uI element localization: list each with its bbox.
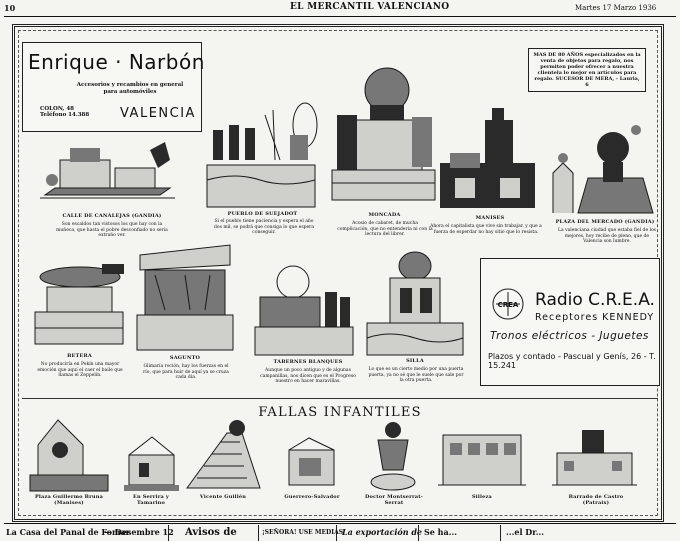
falla-sagunto-illustration — [136, 244, 234, 351]
falla-verse: Acosio de cabaret, de mucha complicación… — [337, 221, 433, 237]
infantil-falla-illustration — [438, 434, 526, 486]
falla-verse: Lo que es un cierto medio por una puerta… — [368, 367, 464, 383]
falla-verse: Aunque un poco antiguo y de algunas camp… — [260, 368, 356, 384]
infantil-falla-illustration — [124, 436, 179, 491]
falla-caption: PUEBLO DE SUEJADOT — [227, 211, 298, 217]
falla-moncada-illustration — [331, 67, 436, 201]
falla-caption: MANISES — [475, 215, 505, 221]
falla-caption: SILLA — [406, 358, 424, 364]
page-header: 10 EL MERCANTIL VALENCIANO Martes 17 Mar… — [0, 0, 680, 16]
regalo-notice-box — [528, 48, 646, 92]
falla-plaza-mercado-illustration — [552, 125, 654, 214]
falla-verse: Glimaría roción, hay los fuerzas en el r… — [143, 364, 229, 380]
falla-verse: La valenciana ciudad que estaba fiel de … — [557, 228, 656, 244]
infantil-caption: Guerrero-Salvador — [284, 494, 340, 500]
infantil-caption: Silleza — [472, 494, 492, 500]
narbon-subtitle: Accesorios y recambios en general para a… — [76, 82, 184, 95]
column-separator — [418, 525, 419, 541]
narbon-city: VALENCIA — [120, 106, 196, 121]
column-separator — [258, 525, 259, 541]
falla-manises-illustration — [440, 108, 535, 208]
column-separator — [500, 525, 501, 541]
infantil-caption: Barrado de Castro (Patraix) — [568, 494, 624, 506]
bottom-column-text: — Desembre 12 — [104, 527, 174, 537]
fallas-infantiles-title: FALLAS INFANTILES — [258, 405, 422, 420]
falla-caption: SAGUNTO — [169, 355, 201, 361]
falla-tabernes-illustration — [254, 265, 354, 356]
narbon-ad — [22, 42, 202, 132]
falla-betera-illustration — [34, 264, 124, 345]
falla-caption: MONCADA — [368, 212, 401, 218]
infantil-falla-illustration — [552, 430, 637, 486]
issue-date: Martes 17 Marzo 1936 — [575, 4, 657, 12]
bottom-column-text: La exportación de — [342, 527, 423, 537]
infantil-caption: En Serrira y Tamarino — [132, 494, 170, 506]
page-number: 10 — [4, 3, 16, 13]
bottom-column-text: La Casa del Panal de Fomar — [6, 527, 130, 537]
infantil-caption: Vicente Guillén — [199, 494, 247, 500]
falla-caption: BETERA — [67, 353, 92, 359]
infantil-falla-illustration — [288, 437, 335, 486]
infantil-falla-illustration — [29, 419, 109, 492]
infantil-falla-illustration — [370, 422, 416, 491]
crea-logo-icon: CREA — [492, 288, 524, 320]
header-rule — [4, 16, 676, 17]
falla-verse: No produciría en Pekín una mayor emoción… — [37, 362, 123, 378]
crea-ad — [480, 258, 660, 386]
falla-verse: Ahora el capitalista que vive sin trabaj… — [430, 224, 542, 235]
falla-caption: CALLE DE CANALEJAS (GANDIA) — [62, 213, 162, 219]
crea-address: Plazos y contado - Pascual y Genís, 26 -… — [488, 352, 656, 370]
page-frame — [12, 24, 664, 522]
bottom-column-text: ...el Dr... — [506, 527, 545, 537]
narbon-name: Enrique · Narbón — [28, 50, 205, 74]
falla-caption: PLAZA DEL MERCADO (GANDIA) — [555, 219, 655, 225]
infantil-falla-illustration — [186, 420, 261, 489]
narbon-phone: Teléfono 14.388 — [40, 112, 90, 118]
falla-verse: Si el pueblo tiene paciencia y espera el… — [213, 219, 315, 235]
narbon-street: COLON, 48 — [40, 106, 74, 112]
regalo-notice-text: MAS DE 80 AÑOS especializados en la vent… — [533, 52, 641, 88]
bottom-column-text: Avisos de — [185, 527, 237, 538]
infantil-caption: Doctor Montserrat-Serrat — [364, 494, 424, 506]
crea-subtitle: Receptores KENNEDY — [535, 312, 655, 323]
section-divider — [22, 398, 658, 399]
masthead: EL MERCANTIL VALENCIANO — [290, 2, 450, 12]
crea-logo-text: CREA — [498, 301, 519, 309]
bottom-rule — [4, 523, 676, 524]
falla-suejadot-illustration — [206, 102, 318, 208]
narbon-address: COLON, 48 Teléfono 14.388 — [40, 106, 89, 118]
falla-verse: Son escaldos tan vistosos los que hay co… — [56, 222, 168, 238]
column-separator — [168, 525, 169, 541]
falla-silla-illustration — [366, 251, 464, 356]
bottom-column-text: Se ha... — [424, 527, 458, 537]
crea-title: Radio C.R.E.A. — [535, 290, 655, 310]
infantil-caption: Plaza Guillermo Bruna (Manises) — [34, 494, 104, 506]
column-separator — [336, 525, 337, 541]
bottom-column-text: ¡SEÑORA! USE MEDIAS — [262, 529, 344, 536]
crea-tagline: Tronos eléctricos - Juguetes — [490, 330, 649, 342]
falla-canalejas-illustration — [40, 142, 175, 199]
falla-caption: TABERNES BLANQUES — [273, 359, 343, 365]
